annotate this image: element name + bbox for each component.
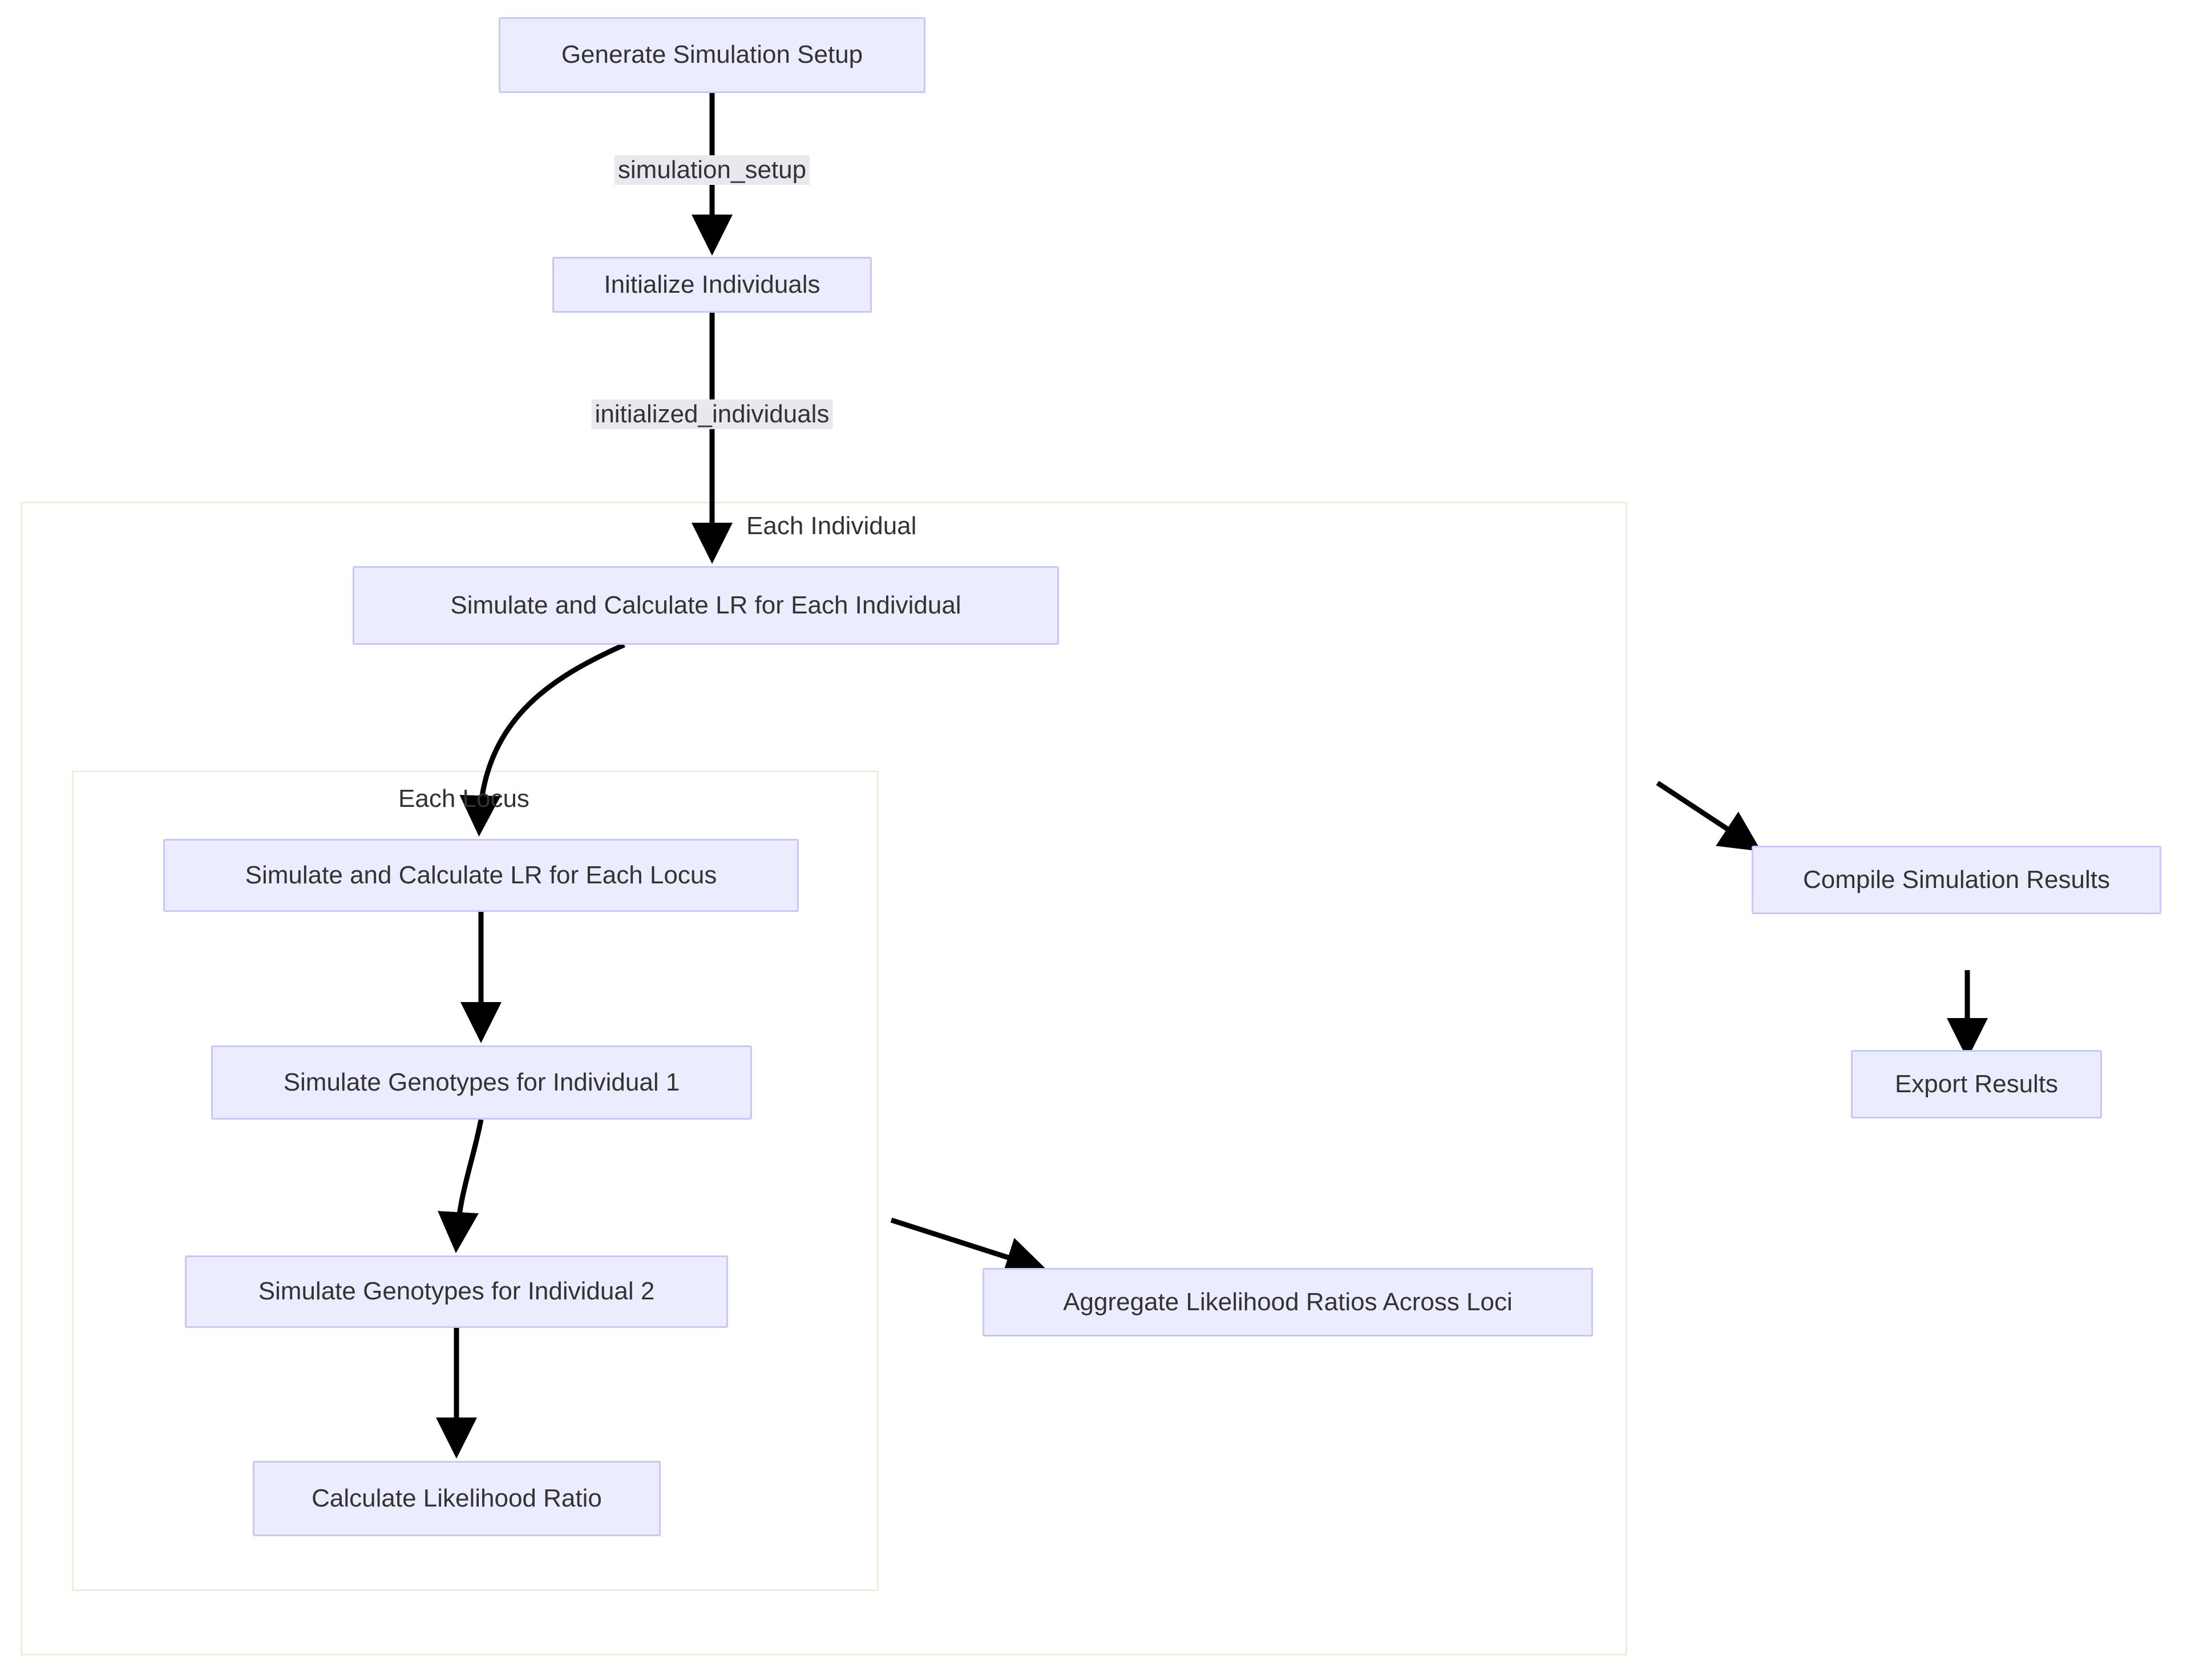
edge-aggregate-lr-to-compile-results [1656, 781, 1762, 851]
node-generate-simulation-setup[interactable]: Generate Simulation Setup [499, 17, 925, 93]
cluster-individual-loop [21, 502, 1627, 1655]
edge-label-each-individual: Each Individual [746, 512, 917, 540]
node-simulate-calculate-lr-each-individual[interactable]: Simulate and Calculate LR for Each Indiv… [353, 566, 1059, 645]
edge-label-simulation-setup: simulation_setup [614, 155, 810, 185]
node-initialize-individuals[interactable]: Initialize Individuals [552, 257, 872, 313]
node-compile-simulation-results[interactable]: Compile Simulation Results [1752, 846, 2161, 914]
node-simulate-calculate-lr-each-locus[interactable]: Simulate and Calculate LR for Each Locus [163, 839, 799, 912]
node-export-results[interactable]: Export Results [1851, 1050, 2102, 1118]
edge-label-initialized-individuals: initialized_individuals [591, 399, 833, 430]
node-calculate-likelihood-ratio[interactable]: Calculate Likelihood Ratio [253, 1461, 661, 1536]
edge-label-each-locus: Each Locus [398, 785, 529, 813]
node-aggregate-likelihood-ratios-across-loci[interactable]: Aggregate Likelihood Ratios Across Loci [983, 1268, 1593, 1336]
node-simulate-genotypes-individual-2[interactable]: Simulate Genotypes for Individual 2 [185, 1255, 728, 1328]
node-simulate-genotypes-individual-1[interactable]: Simulate Genotypes for Individual 1 [211, 1045, 752, 1120]
cluster-locus-loop [72, 770, 879, 1591]
